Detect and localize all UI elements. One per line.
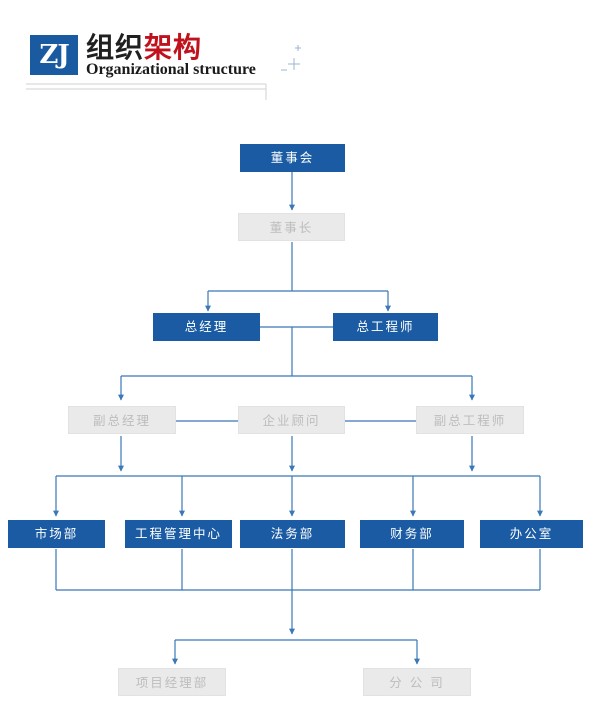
node-legal: 法务部 [240,520,345,548]
header-decoration [26,45,301,100]
node-office: 办公室 [480,520,583,548]
page-subtitle: Organizational structure [86,61,256,78]
page-title: 组织架构 [86,26,202,66]
zj-logo: ZJ [30,35,78,75]
node-branch: 分 公 司 [363,668,471,696]
node-deputy-gm: 副总经理 [68,406,176,434]
logo-text: ZJ [39,40,69,70]
node-market: 市场部 [8,520,105,548]
title-part-2: 架构 [144,31,203,64]
node-engineering-center: 工程管理中心 [125,520,232,548]
node-chief-engineer: 总工程师 [333,313,438,341]
title-part-1: 组织 [86,31,145,64]
page-header: ZJ 组织架构 Organizational structure [0,0,600,110]
node-deputy-chief-engineer: 副总工程师 [416,406,524,434]
node-finance: 财务部 [360,520,464,548]
node-board: 董事会 [240,144,345,172]
node-general-manager: 总经理 [153,313,260,341]
sparkle-icon [281,45,301,71]
node-consultant: 企业顾问 [238,406,345,434]
node-project-dept: 项目经理部 [118,668,226,696]
node-chairman: 董事长 [238,213,345,241]
